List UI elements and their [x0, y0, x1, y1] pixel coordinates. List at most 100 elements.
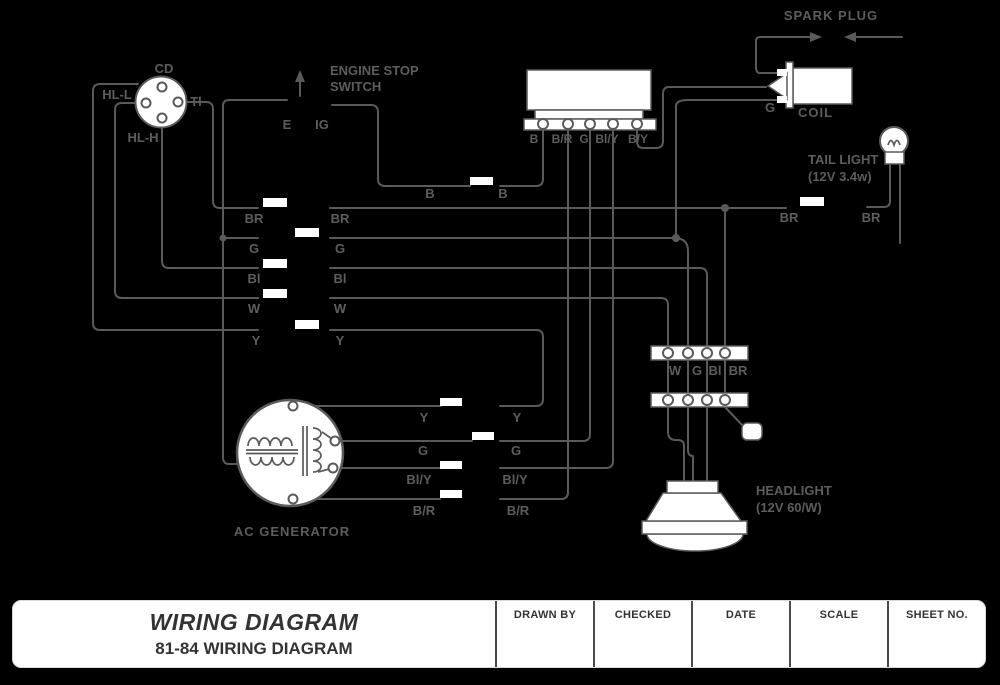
title-block-col-sheet-no: SHEET NO.	[887, 601, 985, 667]
label-cdi-bly: Bl/Y	[595, 132, 619, 146]
headlight-socket	[666, 480, 719, 494]
label-coil-g: G	[764, 100, 776, 115]
label-gen-y-right: Y	[512, 410, 522, 425]
label-br-left: BR	[244, 211, 264, 226]
strip1-terminal-br	[719, 347, 731, 359]
label-gen-br-right: B/R	[506, 503, 530, 518]
spade-plug	[741, 422, 763, 441]
label-gen-g-right: G	[510, 443, 522, 458]
wire-y-row-right	[329, 329, 544, 407]
label-y-right: Y	[335, 333, 345, 348]
title-block-col-drawn-by: DRAWN BY	[495, 601, 593, 667]
wire-e-ground	[222, 99, 288, 465]
cdi-body	[526, 69, 652, 111]
label-hl-l: HL-L	[102, 87, 132, 102]
strip2-terminal-2	[682, 394, 694, 406]
label-headlight-spec: (12V 60/W)	[756, 500, 822, 515]
label-b-right: B	[498, 186, 508, 201]
strip2-terminal-1	[662, 394, 674, 406]
label-gen-y-left: Y	[419, 410, 429, 425]
cdi-terminal-by	[631, 118, 643, 130]
label-strip-w: W	[668, 363, 682, 378]
wire-ig-to-b	[331, 104, 471, 187]
wire-cdi-by-to-coil	[636, 86, 767, 149]
strip1-terminal-w	[662, 347, 674, 359]
coil-tab-bottom	[777, 96, 787, 103]
label-gen-g-left: G	[417, 443, 429, 458]
stop-switch-arrow-head	[295, 70, 305, 82]
col-header-sheet-no: SHEET NO.	[906, 609, 968, 621]
headlight-connector-strips	[650, 345, 763, 441]
wire-hll-to-w-row	[114, 102, 259, 299]
label-gen-bly-right: Bl/Y	[502, 472, 528, 487]
label-br-right: BR	[330, 211, 350, 226]
label-cdi-g: G	[579, 132, 589, 146]
label-g-right: G	[334, 241, 346, 256]
connector-gen-br	[440, 490, 462, 498]
wire-spark-plug-lead	[755, 36, 811, 74]
col-header-checked: CHECKED	[614, 609, 672, 621]
ac-generator	[235, 398, 345, 508]
generator-core-vertical	[302, 426, 308, 476]
wire-w-row-right	[329, 297, 669, 351]
label-tl: Tl	[190, 94, 202, 109]
coil-body	[792, 67, 853, 105]
label-coil: COIL	[798, 105, 834, 120]
wire-bl-row-right	[329, 267, 708, 351]
wire-b-to-cdi	[499, 128, 544, 187]
drawing-subtitle: 81-84 WIRING DIAGRAM	[155, 639, 353, 658]
light-switch-terminal-hlh	[156, 112, 168, 124]
wire-cdi-br-to-generator	[499, 128, 569, 500]
cdi-terminal-bly	[607, 118, 619, 130]
label-engine-stop-1: ENGINE STOP	[330, 63, 419, 78]
tail-bulb-base	[884, 151, 905, 165]
tail-bulb-glass	[879, 126, 909, 156]
wire-g-drop-to-strip	[675, 237, 689, 351]
label-strip-bl: Bl	[708, 363, 722, 378]
coil-tab-top	[777, 69, 787, 76]
wire-cdi-g-to-generator	[499, 128, 591, 442]
tail-light-bulb	[879, 126, 909, 165]
title-block-col-date: DATE	[691, 601, 789, 667]
light-switch	[134, 75, 188, 129]
cdi-unit	[523, 69, 657, 131]
label-b-left: B	[425, 186, 435, 201]
connector-gen-g	[472, 432, 494, 440]
wire-tail-right-segment	[866, 164, 891, 208]
connector-g	[295, 228, 319, 237]
title-block-col-checked: CHECKED	[593, 601, 691, 667]
wires	[92, 32, 903, 500]
cdi-neck	[534, 109, 644, 120]
label-gen-bly-left: Bl/Y	[406, 472, 432, 487]
tail-bulb-filament	[887, 139, 901, 148]
label-headlight: HEADLIGHT	[756, 483, 832, 498]
label-e: E	[282, 117, 292, 132]
label-cdi-br: B/R	[551, 132, 573, 146]
label-tail-br-right: BR	[861, 210, 881, 225]
label-ig: IG	[315, 117, 329, 132]
label-tail-light: TAIL LIGHT	[808, 152, 879, 167]
strip2-terminal-4	[719, 394, 731, 406]
label-cd: CD	[154, 61, 174, 76]
light-switch-body	[134, 75, 188, 129]
generator-terminal-y	[287, 400, 299, 412]
ignition-coil	[766, 61, 853, 109]
wire-cdi-bly-to-generator	[499, 128, 614, 469]
wire-tl-to-br-row	[185, 101, 259, 209]
cdi-terminal-br	[562, 118, 574, 130]
connector-y	[295, 320, 319, 329]
light-switch-terminal-tl	[172, 96, 184, 108]
connector-tail-br	[800, 197, 824, 206]
label-bl-left: Bl	[247, 271, 261, 286]
connector-gen-bly	[440, 461, 462, 469]
label-tail-br-left: BR	[779, 210, 799, 225]
label-ac-generator: AC GENERATOR	[233, 524, 351, 539]
wire-headlight-lead-2	[687, 406, 694, 484]
label-engine-stop-2: SWITCH	[330, 79, 382, 94]
generator-terminal-bly	[327, 462, 339, 474]
label-bl-right: Bl	[333, 271, 347, 286]
label-cdi-b: B	[529, 132, 539, 146]
connector-w	[263, 289, 287, 298]
